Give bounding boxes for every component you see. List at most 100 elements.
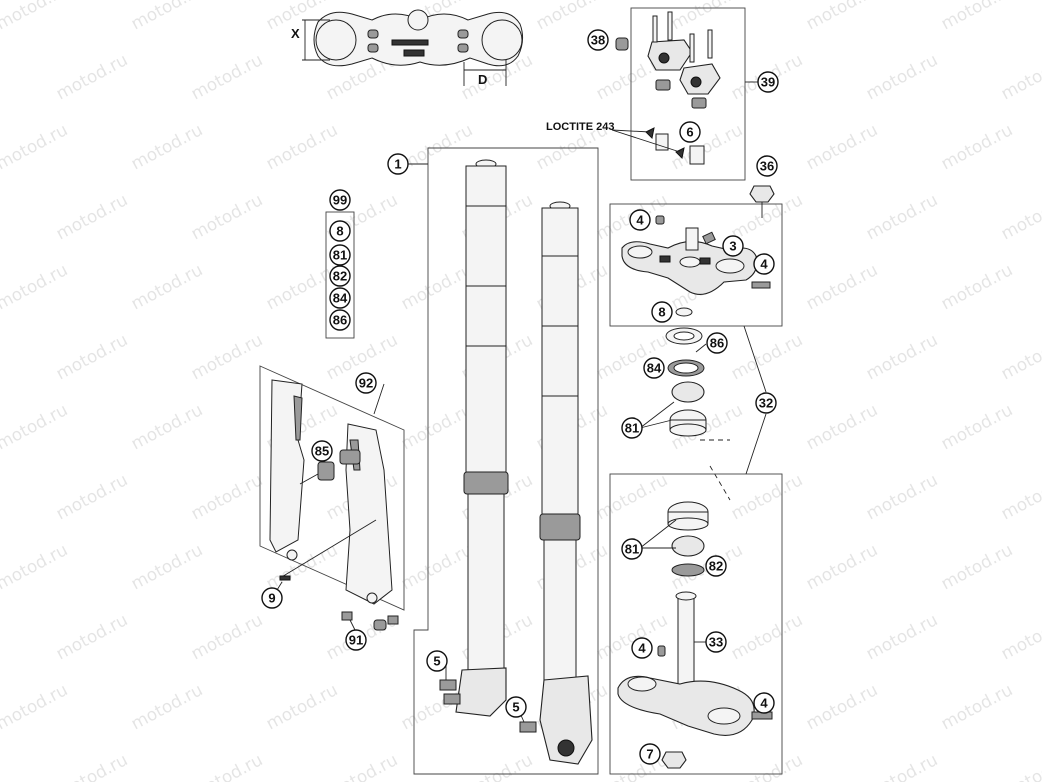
callout-81-lower: 81 (621, 538, 643, 560)
callout-7: 7 (639, 743, 661, 765)
watermark-text: motod.ru (398, 120, 476, 174)
svg-text:9: 9 (268, 591, 275, 606)
callout-32: 32 (755, 392, 777, 414)
watermark-text: motod.ru (728, 470, 806, 524)
watermark-text: motod.ru (323, 750, 401, 782)
callout-92: 92 (355, 372, 377, 394)
svg-text:82: 82 (709, 559, 723, 574)
watermark-text: motod.ru (0, 400, 71, 454)
svg-text:86: 86 (333, 313, 347, 328)
watermark-text: motod.ru (188, 470, 266, 524)
watermark-text: motod.ru (863, 190, 941, 244)
callout-5-right: 5 (505, 696, 527, 718)
watermark-text: motod.ru (803, 120, 881, 174)
svg-text:4: 4 (638, 641, 646, 656)
callout-8: 8 (329, 220, 351, 242)
lower-triple-clamp (617, 501, 773, 769)
callout-1: 1 (387, 153, 409, 175)
loctite-label: LOCTITE 243 (546, 121, 614, 133)
watermark-text: motod.ru (803, 680, 881, 734)
callout-99: 99 (329, 189, 351, 211)
fork-protector-box (259, 365, 405, 611)
watermark-text: motod.ru (668, 120, 746, 174)
watermark-text: motod.ru (803, 400, 881, 454)
callout-4-lower-left: 4 (631, 637, 653, 659)
svg-text:81: 81 (333, 248, 347, 263)
callout-8-upper: 8 (651, 301, 673, 323)
callout-9: 9 (261, 587, 283, 609)
upper-triple-clamp-box (609, 203, 783, 327)
watermark-text: motod.ru (53, 750, 131, 782)
watermark-text: motod.ru (188, 610, 266, 664)
fork-protectors (269, 379, 399, 631)
callout-38: 38 (587, 29, 609, 51)
svg-text:4: 4 (636, 213, 644, 228)
fork-legs-box (413, 147, 599, 775)
watermark-text: motod.ru (53, 330, 131, 384)
watermark-text: motod.ru (998, 470, 1042, 524)
svg-text:39: 39 (761, 75, 775, 90)
watermark-text: motod.ru (998, 750, 1042, 782)
upper-triple-clamp (621, 185, 775, 317)
svg-text:38: 38 (591, 33, 605, 48)
dim-d-label: D (478, 72, 487, 87)
svg-text:6: 6 (686, 125, 693, 140)
watermark-text: motod.ru (803, 260, 881, 314)
watermark-text: motod.ru (188, 750, 266, 782)
callout-82-lower: 82 (705, 555, 727, 577)
svg-text:4: 4 (760, 696, 768, 711)
callout-91: 91 (345, 629, 367, 651)
svg-text:84: 84 (647, 361, 662, 376)
callout-6: 6 (679, 121, 701, 143)
callout-85: 85 (311, 440, 333, 462)
svg-text:7: 7 (646, 747, 653, 762)
watermark-text: motod.ru (998, 50, 1042, 104)
watermark-text: motod.ru (128, 0, 206, 34)
watermark-text: motod.ru (938, 540, 1016, 594)
watermark-text: motod.ru (998, 610, 1042, 664)
watermark-text: motod.ru (803, 540, 881, 594)
handlebar-clamp-box (630, 7, 746, 181)
watermark-text: motod.ru (728, 330, 806, 384)
svg-text:99: 99 (333, 193, 347, 208)
lower-triple-clamp-box (609, 473, 783, 775)
callout-81: 81 (329, 244, 351, 266)
watermark-text: motod.ru (53, 470, 131, 524)
callout-4-upper-left: 4 (629, 209, 651, 231)
parts-group-box (325, 211, 355, 339)
watermark-text: motod.ru (938, 0, 1016, 34)
watermark-text: motod.ru (263, 120, 341, 174)
svg-text:4: 4 (760, 257, 768, 272)
watermark-text: motod.ru (0, 0, 71, 34)
callout-4-upper-right: 4 (753, 253, 775, 275)
watermark-text: motod.ru (938, 260, 1016, 314)
svg-text:1: 1 (394, 157, 401, 172)
watermark-text: motod.ru (863, 50, 941, 104)
watermark-text: motod.ru (668, 0, 746, 34)
watermark-text: motod.ru (863, 610, 941, 664)
watermark-text: motod.ru (53, 190, 131, 244)
right-fork-leg (519, 201, 593, 765)
watermark-text: motod.ru (0, 260, 71, 314)
svg-text:5: 5 (433, 654, 440, 669)
callout-39: 39 (757, 71, 779, 93)
svg-text:8: 8 (336, 224, 343, 239)
svg-text:3: 3 (729, 239, 736, 254)
watermark-text: motod.ru (188, 190, 266, 244)
steering-bearings (665, 327, 731, 501)
watermark-text: motod.ru (0, 680, 71, 734)
handlebar-clamps (611, 11, 760, 165)
watermark-text: motod.ru (0, 120, 71, 174)
callout-84: 84 (329, 287, 351, 309)
callout-86: 86 (329, 309, 351, 331)
watermark-text: motod.ru (128, 400, 206, 454)
watermark-text: motod.ru (863, 470, 941, 524)
watermark-text: motod.ru (998, 330, 1042, 384)
svg-text:32: 32 (759, 396, 773, 411)
watermark-text: motod.ru (128, 120, 206, 174)
watermark-text: motod.ru (728, 750, 806, 782)
svg-text:5: 5 (512, 700, 519, 715)
watermark-text: motod.ru (398, 400, 476, 454)
callout-86-middle: 86 (706, 332, 728, 354)
